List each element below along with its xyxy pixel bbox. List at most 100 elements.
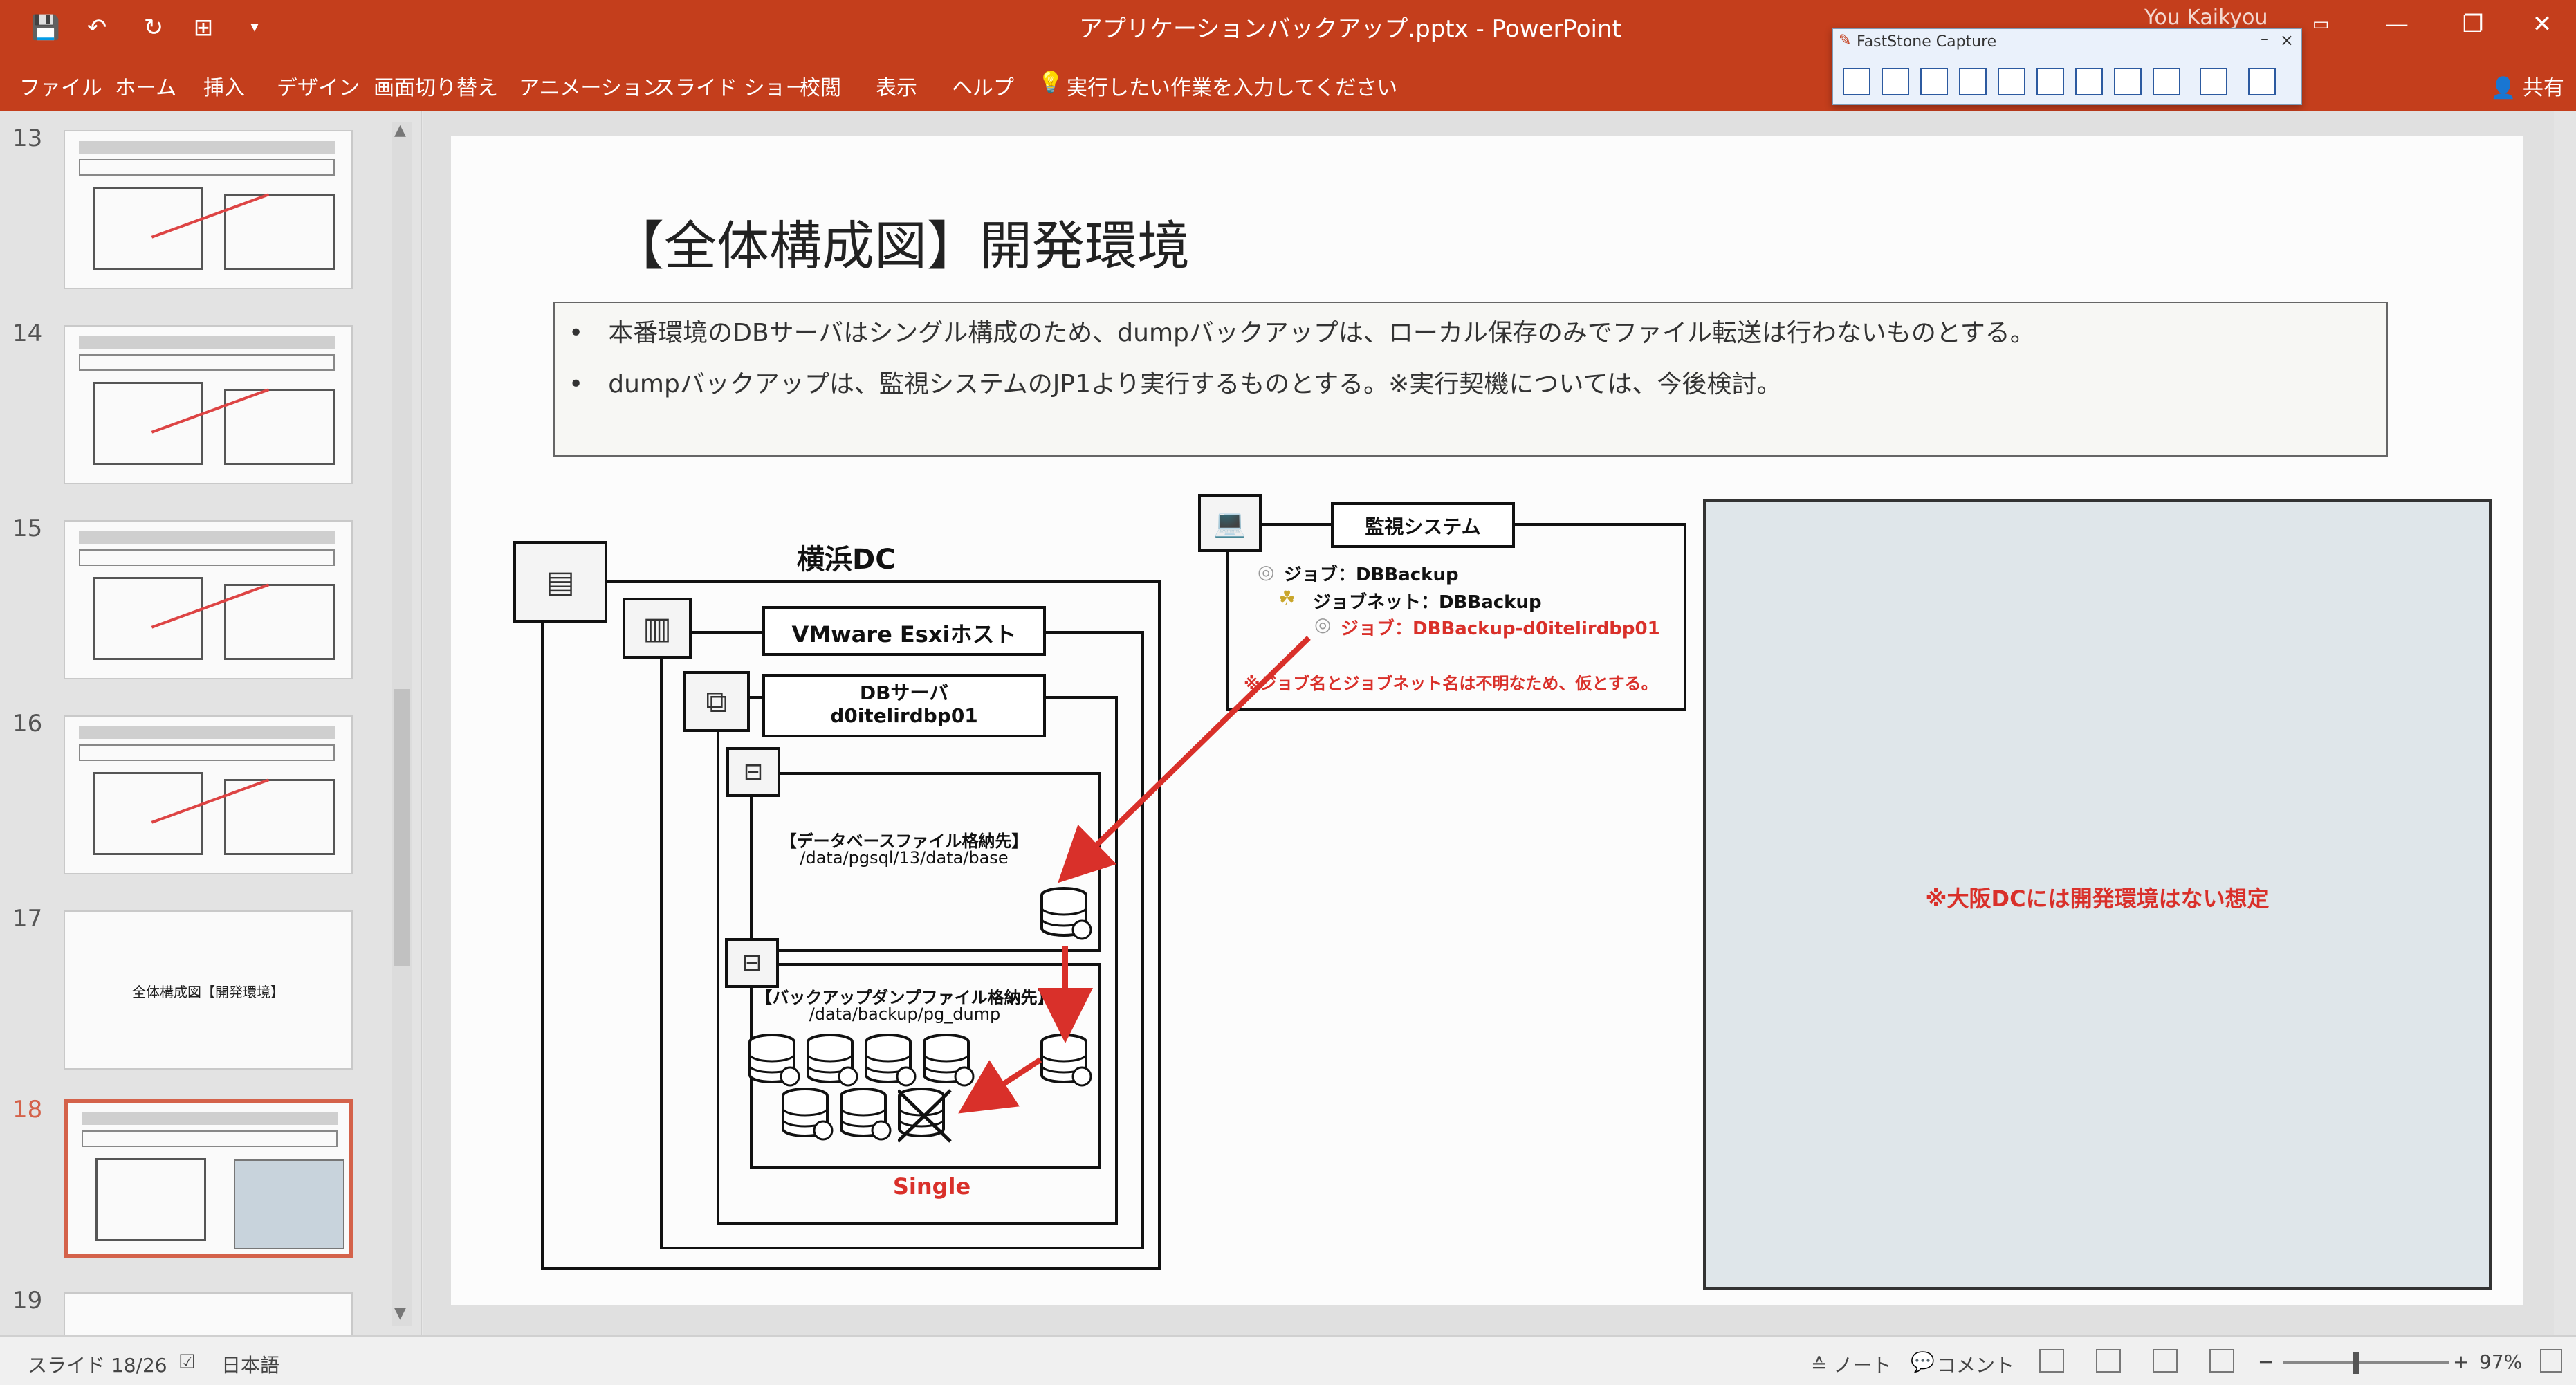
datacenter-icon: ▤ — [513, 541, 607, 623]
tab-animations[interactable]: アニメーション — [519, 76, 663, 100]
tell-me-search[interactable]: 実行したい作業を入力してください — [1067, 76, 1398, 100]
slide-scrollbar[interactable] — [2554, 111, 2576, 1335]
faststone-close-button[interactable]: × — [2279, 30, 2294, 50]
faststone-capture-toolbar: ✎ FastStone Capture – × — [1832, 28, 2302, 105]
capture-freehand-icon[interactable] — [1998, 68, 2025, 95]
bullet-textbox[interactable]: 本番環境のDBサーバはシングル構成のため、dumpバックアップは、ローカル保存の… — [553, 302, 2388, 457]
fit-to-window-button[interactable] — [2540, 1349, 2562, 1373]
jobnet-icon: ☘ — [1278, 587, 1296, 609]
job-target-label: ジョブ：DBBackup-d0itelirdbp01 — [1341, 618, 1660, 639]
capture-fixed-region-icon[interactable] — [2114, 68, 2142, 95]
user-account-name[interactable]: You Kaikyou — [2144, 6, 2268, 30]
slide-sorter-button[interactable] — [2096, 1349, 2121, 1373]
tab-insert[interactable]: 挿入 — [203, 76, 245, 100]
notes-button[interactable]: ≙ ノート — [1811, 1354, 1892, 1377]
zoom-out-button[interactable]: − — [2258, 1350, 2274, 1373]
faststone-logo-icon: ✎ — [1839, 32, 1852, 49]
database-icon — [1040, 887, 1092, 940]
dump-file-icon — [840, 1088, 892, 1141]
yokohama-dc-box[interactable] — [541, 580, 1161, 1270]
server-icon: ▥ — [623, 598, 692, 659]
customize-toolbar-icon[interactable]: ▾ — [250, 19, 259, 36]
language-indicator[interactable]: 日本語 — [221, 1354, 280, 1377]
output-options-icon[interactable] — [2200, 68, 2227, 95]
monitoring-system-label-box[interactable] — [1331, 502, 1515, 548]
capture-window-icon[interactable] — [1882, 68, 1909, 95]
dump-file-icon — [748, 1034, 800, 1087]
jobnet-label: ジョブネット：DBBackup — [1313, 592, 1542, 613]
slide-thumbnail-14[interactable] — [64, 325, 353, 484]
thumb-number: 17 — [12, 905, 43, 933]
zoom-slider-thumb[interactable] — [2353, 1352, 2359, 1374]
disk-icon: ⊟ — [726, 747, 780, 797]
redo-icon[interactable]: ↻ — [143, 14, 164, 42]
scrollbar-thumb[interactable] — [394, 689, 410, 966]
slide-thumbnail-16[interactable] — [64, 715, 353, 874]
job-icon: ◎ — [1258, 560, 1275, 583]
restore-button[interactable]: ❐ — [2462, 10, 2484, 38]
dump-file-icon — [865, 1034, 917, 1087]
tab-help[interactable]: ヘルプ — [952, 76, 1014, 100]
thumbnail-scrollbar[interactable]: ▲ ▼ — [392, 122, 412, 1326]
comments-button[interactable]: コメント — [1937, 1354, 2015, 1377]
db-server-label-box[interactable] — [762, 674, 1046, 737]
normal-view-button[interactable] — [2039, 1349, 2064, 1373]
faststone-title: FastStone Capture — [1857, 33, 1997, 51]
zoom-level[interactable]: 97% — [2479, 1350, 2523, 1373]
settings-icon[interactable] — [2248, 68, 2276, 95]
slide-thumbnail-19[interactable] — [64, 1292, 353, 1341]
scroll-up-icon[interactable]: ▲ — [394, 122, 406, 139]
db-server-label-line1: DBサーバ — [859, 681, 949, 704]
open-file-icon[interactable] — [1843, 68, 1870, 95]
reading-view-button[interactable] — [2153, 1349, 2178, 1373]
slide-editor: 【全体構成図】開発環境 本番環境のDBサーバはシングル構成のため、dumpバック… — [423, 111, 2576, 1335]
close-button[interactable]: ✕ — [2532, 10, 2552, 38]
slide-thumbnail-18-selected[interactable] — [64, 1099, 353, 1258]
tab-file[interactable]: ファイル — [19, 76, 102, 100]
db-server-label-line2: d0itelirdbp01 — [830, 704, 978, 727]
scroll-down-icon[interactable]: ▼ — [394, 1305, 406, 1322]
deleted-dump-file-icon — [898, 1088, 952, 1143]
single-config-label: Single — [892, 1173, 971, 1200]
tab-design[interactable]: デザイン — [277, 76, 360, 100]
tab-transitions[interactable]: 画面切り替え — [374, 76, 498, 100]
laptop-icon: 💻 — [1198, 494, 1262, 552]
faststone-minimize-button[interactable]: – — [2261, 29, 2269, 48]
minimize-button[interactable]: — — [2385, 10, 2409, 38]
slide-thumbnail-15[interactable] — [64, 520, 353, 679]
monitoring-note: ※ジョブ名とジョブネット名は不明なため、仮とする。 — [1244, 674, 1658, 693]
zoom-slider[interactable] — [2283, 1361, 2449, 1364]
lightbulb-icon: 💡 — [1038, 71, 1064, 95]
slide-thumbnail-17[interactable]: 全体構成図【開発環境】 — [64, 910, 353, 1070]
tab-home[interactable]: ホーム — [115, 76, 177, 100]
current-slide[interactable]: 【全体構成図】開発環境 本番環境のDBサーバはシングル構成のため、dumpバック… — [451, 136, 2523, 1305]
tab-view[interactable]: 表示 — [876, 76, 917, 100]
undo-icon[interactable]: ↶ — [86, 14, 107, 42]
backup-store-label-line1: 【バックアップダンプファイル格納先】 — [755, 988, 1054, 1007]
present-from-start-icon[interactable]: ⊞ — [193, 14, 214, 42]
ribbon-display-options-icon[interactable]: ▭ — [2312, 14, 2330, 35]
capture-fullscreen-icon[interactable] — [2036, 68, 2064, 95]
capture-region-icon[interactable] — [1959, 68, 1987, 95]
slide-title[interactable]: 【全体構成図】開発環境 — [611, 215, 1190, 277]
slideshow-button[interactable] — [2209, 1349, 2234, 1373]
capture-scrolling-icon[interactable] — [2075, 68, 2103, 95]
esxi-host-label-box[interactable] — [762, 606, 1046, 656]
tab-review[interactable]: 校閲 — [800, 76, 841, 100]
new-dump-file-icon — [1040, 1034, 1092, 1087]
comment-icon: 💬 — [1911, 1350, 1935, 1373]
thumb-number: 19 — [12, 1287, 43, 1314]
spellcheck-icon[interactable]: ☑ — [178, 1350, 196, 1373]
tab-slideshow[interactable]: スライド ショー — [654, 76, 807, 100]
virtual-machine-icon: ⧉ — [683, 671, 750, 732]
share-button[interactable]: 👤 共有 — [2490, 71, 2564, 101]
save-icon[interactable]: 💾 — [30, 14, 61, 42]
zoom-in-button[interactable]: + — [2453, 1350, 2469, 1373]
capture-object-icon[interactable] — [1920, 68, 1948, 95]
status-bar: スライド 18/26 ☑ 日本語 ≙ ノート 💬 コメント − + 97% — [0, 1335, 2576, 1385]
slide-thumbnail-13[interactable] — [64, 130, 353, 289]
thumb-number: 13 — [12, 125, 43, 152]
bullet-item: dumpバックアップは、監視システムのJP1より実行するものとする。※実行契機に… — [569, 364, 1781, 400]
osaka-dc-box[interactable]: ※大阪DCには開発環境はない想定 — [1703, 499, 2492, 1290]
screen-recorder-icon[interactable] — [2153, 68, 2180, 95]
